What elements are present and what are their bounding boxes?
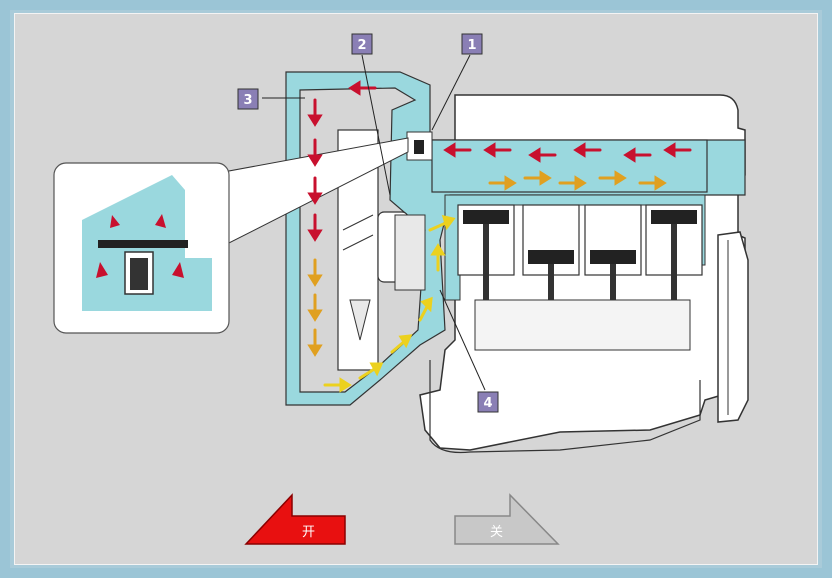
thermostat <box>406 131 433 161</box>
callout-leaders <box>262 54 486 391</box>
svg-text:4: 4 <box>483 396 492 411</box>
thermostat-zoom-inset <box>53 137 409 334</box>
svg-text:2: 2 <box>357 38 366 53</box>
svg-text:1: 1 <box>467 38 476 53</box>
open-button[interactable]: 开 <box>244 493 346 545</box>
water-pump <box>377 211 426 291</box>
callout-3: 3 <box>237 88 259 110</box>
callout-1: 1 <box>461 33 483 55</box>
flow-arrows <box>307 80 692 393</box>
svg-text:开: 开 <box>302 525 315 540</box>
callout-2: 2 <box>351 33 373 55</box>
callout-4: 4 <box>477 391 499 413</box>
svg-text:关: 关 <box>490 525 503 540</box>
cylinders <box>457 204 703 351</box>
svg-text:3: 3 <box>243 93 252 108</box>
close-button[interactable]: 关 <box>454 493 560 545</box>
